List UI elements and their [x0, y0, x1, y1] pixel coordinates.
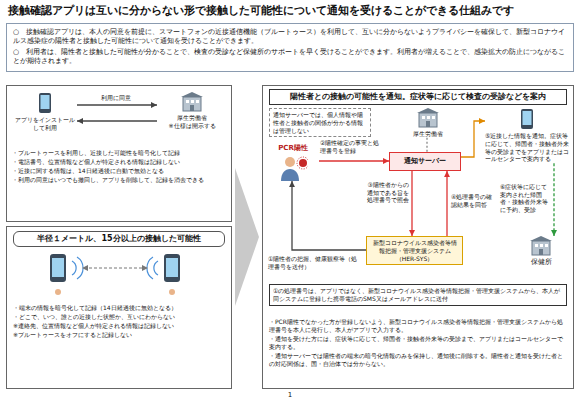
node-text: ○ 利用者は、陽性者と接触した可能性が分かることで、検査の受診など保健所のサポー… [13, 48, 567, 67]
her-sys-box: 新型コロナウイルス感染者等情報把握・管理支援システム（HER-SYS） [366, 236, 463, 265]
node-text: ・PCR陽性でなかった方が登録しないよう、新型コロナウイルス感染者等情報把握・管… [269, 318, 567, 334]
node-text: ・電話番号、位置情報など個人が特定される情報は記録しない [12, 157, 226, 166]
node-text: ・利用の同意はいつでも撤回し、アプリを削除して、記録を消去できる [12, 175, 226, 184]
connector-arrow [292, 181, 366, 250]
phone-icon [38, 92, 52, 114]
node-text: ・ブルートゥースを利用し、近接した可能性を暗号化して記録 [12, 148, 226, 157]
edge-label: 利用に同意 [82, 94, 150, 102]
title-box: 接触確認アプリは互いに分からない形で接触した可能性について通知を受けることができ… [8, 4, 574, 18]
node-text: ・端末の情報を暗号化して記録（14日経過後に無効となる） [13, 303, 225, 312]
node-text: 保健所 [515, 258, 567, 267]
phone-icon [520, 108, 534, 130]
node-text: ・近接に関する情報は、14日経過後に自動で無効となる [12, 166, 226, 175]
server-note: 通知サーバーでは、個人情報や陽性者と接触者の関係が分かる情報は管理しない [269, 108, 371, 137]
edge-label: ①陽性者の把握、健康観察等（処理番号を送付） [268, 255, 360, 270]
contact-user: ⑤近接した情報を通知。症状等に応じて、帰国者・接触者外来等の受診までをアプリまた… [485, 108, 569, 163]
node-text: ※ブルートゥースをオフにすると記録しない [13, 330, 225, 339]
process-number-note: ①の処理番号は、アプリではなく、新型コロナウイルス感染者等情報把握・管理支援シス… [269, 284, 567, 306]
edge-label-box: ④処理番号の確認結果を回答 [451, 193, 495, 208]
building-icon [416, 108, 440, 128]
node-text: 半径１メートル、15分以上の接触した可能性 [13, 231, 225, 247]
connector-arrow [411, 171, 412, 236]
title: 接触確認アプリは互いに分からない形で接触した可能性について通知を受けることができ… [8, 4, 574, 18]
ministry: 厚生労働省※仕様は開示する [157, 92, 227, 130]
edge-label-box: ③陽性者からの通知である旨を処理番号で照会 [365, 181, 409, 204]
edge-label-box: ①陽性者の把握、健康観察等（処理番号を送付） [268, 255, 360, 270]
consent-panel: ・ブルートゥースを利用し、近接した可能性を暗号化して記録・電話番号、位置情報など… [6, 85, 232, 222]
page-number: 1 [0, 391, 580, 400]
intro-box: ○ 接触確認アプリは、本人の同意を前提に、スマートフォンの近接通信機能（ブルート… [6, 23, 574, 72]
node-text: 厚生労働省 [157, 114, 227, 122]
notification-panel: 陽性者との接触の可能性を通知。症状等に応じて検査の受診などを案内・PCR陽性でな… [262, 85, 574, 389]
contact-panel: 半径１メートル、15分以上の接触した可能性・端末の情報を暗号化して記録（14日経… [6, 226, 232, 389]
node-text: ○ 接触確認アプリは、本人の同意を前提に、スマートフォンの近接通信機能（ブルート… [13, 28, 567, 47]
node-text: ・どこで、いつ、誰との近接した状態か、互いにわからない [13, 312, 225, 321]
connector-arrow [461, 121, 485, 157]
connector-arrow [77, 120, 157, 121]
edge-label-box: 利用に同意 [82, 94, 150, 102]
edge-label: ④処理番号の確認結果を回答 [451, 193, 495, 208]
node-text: 通知サーバー [392, 157, 458, 166]
building-icon [180, 92, 204, 112]
node-text: ⑤近接した情報を通知。症状等に応じて、帰国者・接触者外来等の受診までをアプリまた… [485, 132, 569, 163]
connector-arrow [446, 171, 447, 236]
node-text: ※連絡先、位置情報など個人が特定される情報は記録しない [13, 321, 225, 330]
node-text: ※仕様は開示する [157, 122, 227, 130]
connector-arrow [426, 138, 427, 152]
node-text: 陽性者との接触の可能性を通知。症状等に応じて検査の受診などを案内 [269, 89, 567, 105]
proximity-illustration [50, 254, 180, 295]
connector-arrow [77, 104, 157, 105]
pcr-positive-person: PCR陽性 [267, 144, 319, 181]
node-text: 新型コロナウイルス感染者等情報把握・管理支援システム（HER-SYS） [370, 239, 459, 262]
building-icon [529, 236, 553, 256]
edge-label-box: ⑥症状等に応じて案内された帰国者・接触者外来等に予約、受診 [500, 183, 550, 213]
notification-server: 通知サーバー [389, 152, 461, 171]
edge-label-box: ②陽性確定の事実と処理番号を登録 [320, 139, 384, 154]
person-icon [278, 155, 308, 181]
edge-label: ②陽性確定の事実と処理番号を登録 [320, 139, 384, 154]
node-text: ・通知サーバーでは陽性者の端末の暗号化情報のみを保持し、通知後に削除する。陽性者… [269, 352, 567, 368]
node-text: 通知サーバーでは、個人情報や陽性者と接触者の関係が分かる情報は管理しない [273, 111, 367, 134]
node-text: PCR陽性 [267, 144, 319, 153]
health-center: 保健所 [515, 236, 567, 267]
node-text: 厚生労働省 [393, 130, 463, 138]
connector-arrow [319, 160, 389, 161]
label-box: 1 [0, 391, 580, 400]
edge-label: ⑥症状等に応じて案内された帰国者・接触者外来等に予約、受診 [500, 183, 550, 213]
node-text: アプリをインストールして利用 [13, 116, 77, 132]
flow-chevron [235, 168, 259, 306]
ministry: 厚生労働省 [393, 108, 463, 138]
connector-arrow [553, 163, 554, 236]
app-user: アプリをインストールして利用 [13, 92, 77, 132]
node-text: ・通知を受けた方には、症状等に応じて、帰国者・接触者外来等の受診まで、アプリまた… [269, 335, 567, 351]
edge-label: ③陽性者からの通知である旨を処理番号で照会 [365, 181, 409, 204]
node-text: ①の処理番号は、アプリではなく、新型コロナウイルス感染者等情報把握・管理支援シス… [273, 287, 563, 303]
